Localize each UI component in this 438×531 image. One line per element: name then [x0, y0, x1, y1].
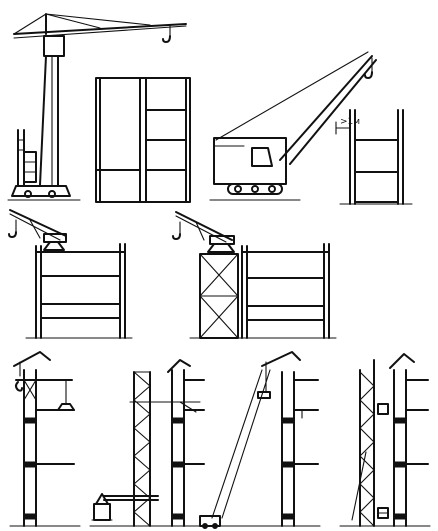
panel-column-detail-a	[9, 351, 81, 527]
panel-tower-crane	[7, 13, 191, 203]
panel-column-detail-b	[89, 359, 205, 527]
lattice-support-tower	[199, 253, 239, 339]
tower-mounted-crane	[172, 211, 235, 253]
gin-pole-c	[199, 351, 301, 529]
hoist-platform-b	[91, 493, 159, 521]
building-frame-1	[95, 77, 191, 203]
panel-mobile-crane: >1м	[209, 51, 413, 205]
panel-roof-crane	[8, 209, 133, 339]
mobile-crane	[209, 51, 377, 201]
panel-tower-support-crane	[172, 211, 337, 339]
column-d	[389, 353, 429, 527]
building-frame-4	[189, 243, 337, 339]
column-c	[281, 371, 319, 527]
clearance-dimension: >1м	[335, 117, 360, 135]
panel-column-detail-d	[339, 353, 431, 527]
lattice-mast-b	[133, 371, 151, 527]
column-b	[129, 359, 205, 527]
lattice-mast-d	[351, 359, 389, 527]
building-frame-3	[25, 243, 133, 339]
tower-crane	[7, 13, 187, 201]
roof-derrick-crane	[8, 209, 67, 251]
building-frame-2	[339, 109, 413, 205]
panel-column-detail-c	[193, 351, 321, 529]
